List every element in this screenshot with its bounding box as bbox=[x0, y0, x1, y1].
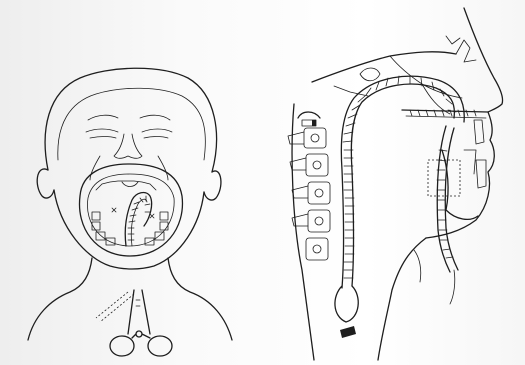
frontal-view-panel bbox=[0, 0, 250, 365]
neck-anterior bbox=[378, 238, 426, 360]
second-tube bbox=[437, 126, 458, 304]
open-mouth bbox=[79, 164, 182, 256]
skull-outline bbox=[312, 8, 503, 238]
head-outline bbox=[37, 68, 221, 269]
cervical-spine bbox=[288, 104, 330, 360]
facial-features bbox=[86, 115, 172, 180]
surgical-clamp-icon bbox=[96, 290, 172, 356]
sagittal-section-panel bbox=[250, 0, 525, 365]
neck-and-shoulders bbox=[28, 258, 232, 340]
